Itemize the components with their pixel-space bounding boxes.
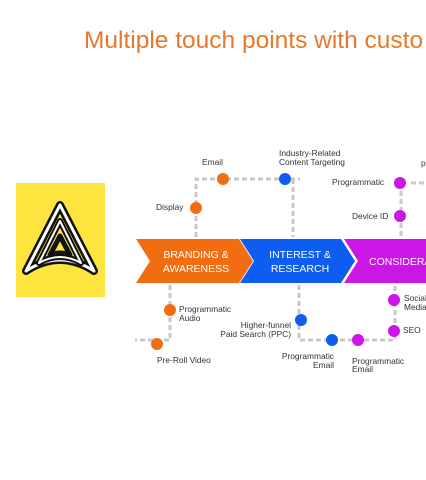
touchpoint-dots (151, 173, 406, 350)
stage-branding-line2: AWARENESS (163, 263, 229, 275)
label-seo: SEO (403, 325, 421, 335)
label-display: Display (156, 202, 184, 212)
stylized-a-logo-icon (22, 201, 98, 275)
label-programmatic-email-b-line1: Programmatic (352, 356, 404, 366)
stage-interest-line2: RESEARCH (271, 263, 329, 275)
page-title: Multiple touch points with custo (84, 27, 424, 54)
dot-industry-content (279, 173, 291, 185)
label-email: Email (202, 157, 223, 167)
label-programmatic-email-a-line1: Programmatic (282, 351, 334, 361)
label-industry-line1: Industry-Related (279, 148, 341, 158)
dot-preroll-video (151, 338, 163, 350)
label-partial-p: p (421, 158, 426, 168)
stage-consideration: CONSIDERA (344, 239, 426, 283)
label-programmatic-audio-line1: Programmatic (179, 304, 231, 314)
dot-email (217, 173, 229, 185)
label-programmatic-email-a-line2: Email (313, 360, 334, 370)
label-device-id: Device ID (352, 211, 388, 221)
stage-consideration-label: CONSIDERA (369, 256, 426, 268)
stage-interest-line1: INTEREST & (269, 249, 331, 261)
dot-higher-funnel-ppc (295, 314, 307, 326)
label-programmatic: Programmatic (332, 177, 384, 187)
stage-branding-line1: BRANDING & (163, 249, 228, 261)
touchpoint-labels: Email Display Industry-Related Content T… (156, 148, 426, 374)
label-preroll-video: Pre-Roll Video (157, 355, 211, 365)
dot-seo (388, 325, 400, 337)
dot-device-id (394, 210, 406, 222)
dot-programmatic (394, 177, 406, 189)
dot-social-media (388, 294, 400, 306)
label-programmatic-audio-line2: Audio (179, 313, 201, 323)
label-social-media-line1: Social (404, 293, 426, 303)
brand-logo (16, 183, 105, 297)
dot-programmatic-email-blue (326, 334, 338, 346)
label-programmatic-email-b-line2: Email (352, 364, 373, 374)
label-industry-line2: Content Targeting (279, 157, 345, 167)
dot-programmatic-audio (164, 304, 176, 316)
dot-display (190, 202, 202, 214)
label-ppc-line1: Higher-funnel (241, 320, 291, 330)
dot-programmatic-email-purple (352, 334, 364, 346)
connector-lines (135, 177, 426, 342)
stage-branding-awareness: BRANDING & AWARENESS (136, 239, 253, 283)
label-social-media-line2: Media (404, 302, 426, 312)
stage-interest-research: INTEREST & RESEARCH (240, 239, 355, 283)
label-ppc-line2: Paid Search (PPC) (220, 329, 291, 339)
